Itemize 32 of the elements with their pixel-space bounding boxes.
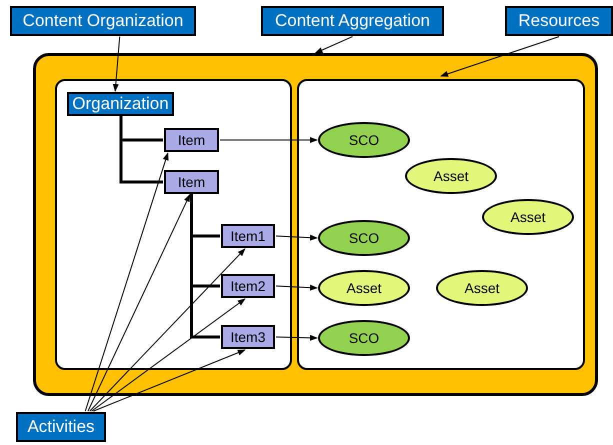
asset-ellipse: Asset: [436, 270, 528, 306]
item-box: Item: [164, 128, 219, 152]
arrow: [276, 334, 318, 341]
asset-ellipse: Asset: [318, 270, 410, 306]
arrow: [276, 284, 318, 291]
panel-frame: [297, 79, 585, 370]
item-box: Item1: [221, 224, 275, 248]
arrow: [220, 137, 318, 143]
label-box: Content Aggregation: [261, 6, 444, 36]
sco-ellipse: SCO: [318, 122, 410, 158]
item-box: Item2: [221, 274, 275, 298]
asset-ellipse: Asset: [405, 158, 497, 194]
package-frame: [33, 53, 598, 396]
arrow: [112, 36, 120, 92]
sco-ellipse: SCO: [318, 320, 410, 356]
item-box: Item3: [221, 325, 275, 349]
arrow: [89, 248, 246, 412]
arrow: [276, 234, 318, 241]
sco-ellipse: SCO: [318, 220, 410, 256]
arrow: [88, 194, 190, 412]
label-box: Organization: [67, 92, 174, 116]
arrow: [440, 36, 560, 77]
panel-frame: [55, 79, 292, 370]
label-box: Activities: [16, 412, 106, 442]
label-box: Content Organization: [10, 6, 196, 36]
label-box: Resources: [505, 6, 613, 36]
arrow: [314, 36, 353, 54]
arrow: [84, 152, 169, 412]
asset-ellipse: Asset: [482, 199, 574, 235]
item-box: Item: [164, 170, 219, 194]
arrow: [92, 350, 246, 412]
arrow: [91, 298, 246, 412]
